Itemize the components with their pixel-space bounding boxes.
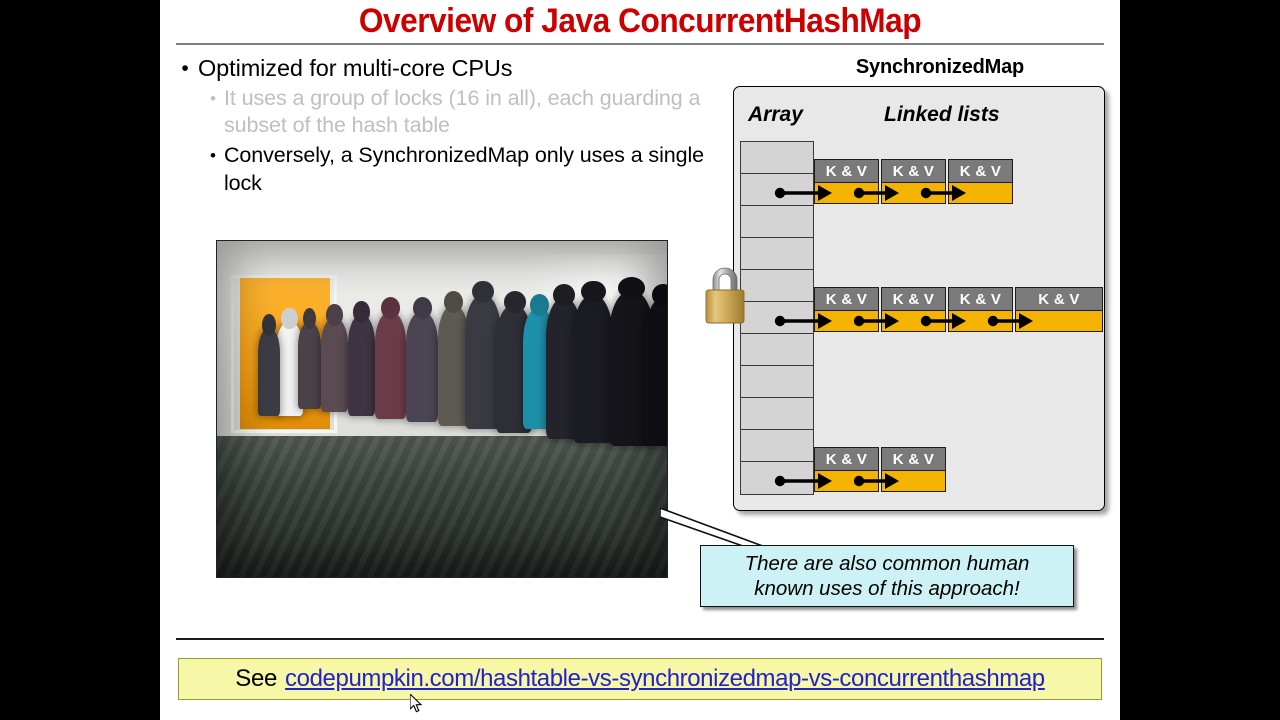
photo-person-head <box>581 280 606 303</box>
kv-node: K & V <box>814 159 879 204</box>
photo-person <box>572 294 613 443</box>
page-title: Overview of Java ConcurrentHashMap <box>358 2 922 40</box>
bullet-text: It uses a group of locks (16 in all), ea… <box>224 85 701 137</box>
array-cell <box>741 238 813 270</box>
array-label: Array <box>748 103 803 126</box>
photo-person-head <box>281 307 298 330</box>
photo-person-head <box>326 304 343 326</box>
photo-person-head <box>381 297 401 320</box>
array-cell <box>741 398 813 430</box>
photo-person-head <box>353 300 370 323</box>
array-cell <box>741 270 813 302</box>
photo-person <box>320 318 348 413</box>
kv-node-header: K & V <box>881 159 946 182</box>
photo-person-head <box>412 297 432 320</box>
photo-person-head <box>503 290 526 313</box>
bullet-item: • Optimized for multi-core CPUs <box>172 54 712 83</box>
callout-line-1: There are also common human <box>744 552 1030 575</box>
photo-carpet <box>217 435 667 577</box>
kv-node-header: K & V <box>814 159 879 182</box>
mouse-cursor <box>410 694 423 713</box>
linked-list-arrows <box>774 185 966 201</box>
diagram-title: SynchronizedMap <box>855 56 1025 78</box>
kv-node-header: K & V <box>948 287 1013 310</box>
photo-person <box>437 304 469 426</box>
photo-person-head <box>444 290 464 313</box>
photo-person-head <box>302 307 317 330</box>
kv-node: K & V <box>1015 287 1103 332</box>
kv-node-header: K & V <box>814 447 879 470</box>
footer-divider <box>176 638 1104 640</box>
bullet-item: • Conversely, a SynchronizedMap only uses… <box>202 142 712 197</box>
slide-canvas: Overview of Java ConcurrentHashMap • Opti… <box>160 0 1120 720</box>
photo-person-head <box>262 314 276 337</box>
reference-link[interactable]: codepumpkin.com/hashtable-vs-synchronize… <box>285 665 1045 692</box>
kv-node-header: K & V <box>814 287 879 310</box>
array-cell <box>741 366 813 398</box>
array-cell <box>741 206 813 238</box>
photo-person <box>406 311 438 423</box>
callout-line-2: known uses of this approach! <box>754 577 1020 600</box>
bullet-text: Conversely, a SynchronizedMap only uses … <box>224 143 705 195</box>
bullet-marker: • <box>210 88 216 108</box>
bullet-list: • Optimized for multi-core CPUs • It uses a… <box>172 54 712 200</box>
array-cell <box>741 334 813 366</box>
kv-node: K & V <box>881 287 946 332</box>
photo-person-head <box>472 280 494 303</box>
photo-person-head <box>618 277 646 300</box>
linked-list-arrows <box>774 473 899 489</box>
kv-node: K & V <box>881 159 946 204</box>
queue-photograph <box>216 240 668 578</box>
bullet-text: Optimized for multi-core CPUs <box>198 55 513 81</box>
array-cell <box>741 430 813 462</box>
bullet-item: • It uses a group of locks (16 in all), e… <box>202 85 712 140</box>
photo-person-head <box>553 284 575 306</box>
photo-person-head <box>529 294 549 316</box>
kv-node: K & V <box>948 159 1013 204</box>
bullet-marker: • <box>181 57 189 80</box>
kv-node: K & V <box>881 447 946 492</box>
callout-text: There are also common human known uses o… <box>745 551 1030 601</box>
kv-node-header: K & V <box>881 447 946 470</box>
photo-person <box>644 298 667 446</box>
linked-list-arrows <box>774 313 1033 329</box>
padlock-icon <box>705 267 745 324</box>
array-cell <box>741 142 813 174</box>
kv-node-header: K & V <box>948 159 1013 182</box>
photo-person-head <box>652 284 667 306</box>
photo-person <box>257 328 280 416</box>
kv-node: K & V <box>948 287 1013 332</box>
title-divider <box>176 43 1104 45</box>
bullet-marker: • <box>210 146 216 166</box>
kv-node-header: K & V <box>881 287 946 310</box>
photo-person <box>298 321 321 409</box>
photo-person <box>374 311 406 420</box>
photo-person <box>347 314 375 416</box>
callout-tail <box>660 508 770 552</box>
reference-prefix: See <box>235 665 278 692</box>
photo-person <box>464 294 501 430</box>
kv-node-header: K & V <box>1015 287 1103 310</box>
reference-bar: See codepumpkin.com/hashtable-vs-synchro… <box>178 658 1102 700</box>
callout-box: There are also common human known uses o… <box>700 545 1074 607</box>
linked-lists-label: Linked lists <box>884 103 1000 126</box>
